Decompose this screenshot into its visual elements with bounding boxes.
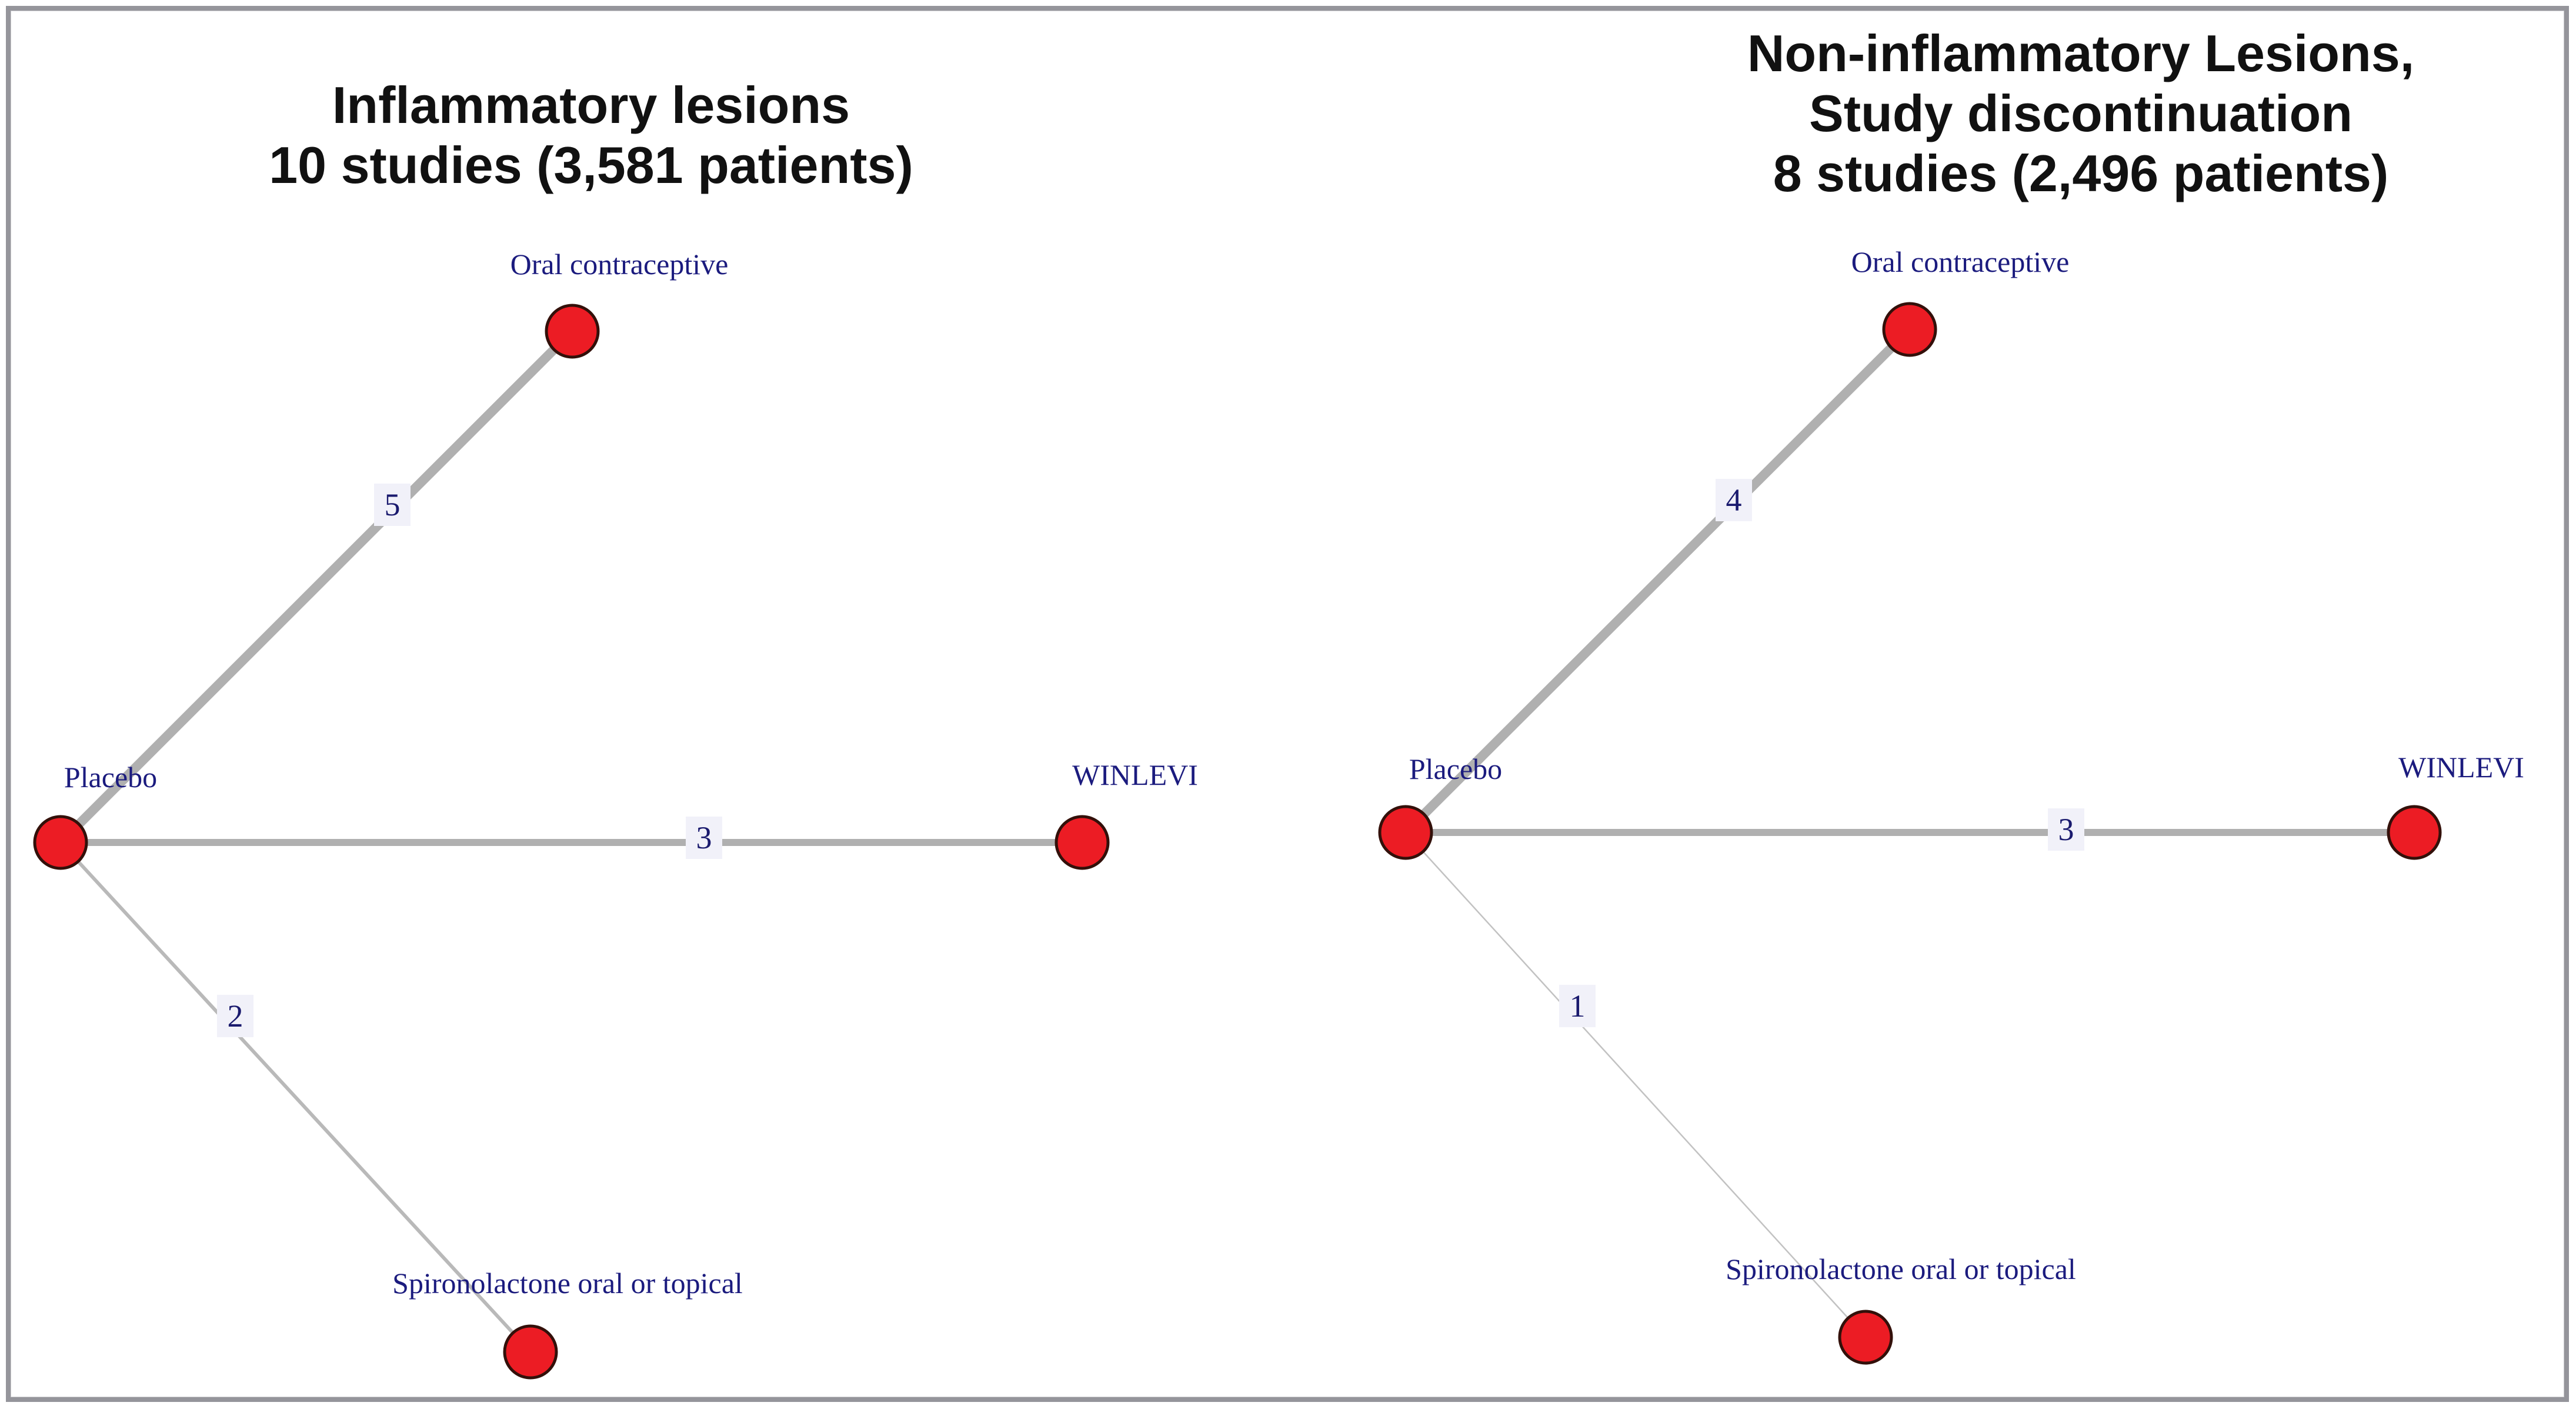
node-non-inflammatory-spironolactone	[1838, 1310, 1893, 1365]
edge-count-halo	[2048, 808, 2084, 851]
edge-placebo-spironolactone	[1405, 832, 1866, 1338]
edge-count-label-placebo-spironolactone: 2	[228, 998, 243, 1034]
title-line-2: Study discontinuation	[1809, 84, 2353, 143]
edge-count-label-placebo-spironolactone: 1	[1570, 988, 1586, 1024]
title-line-1: Inflammatory lesions	[332, 76, 850, 134]
edge-count-label-placebo-winlevi: 3	[696, 820, 712, 855]
node-label-inflammatory-winlevi: WINLEVI	[1072, 758, 1198, 791]
node-label-non-inflammatory-winlevi: WINLEVI	[2398, 751, 2524, 784]
edge-placebo-oral-contraceptive	[57, 328, 576, 846]
edge-count-halo	[374, 484, 411, 526]
title-line-1: Non-inflammatory Lesions,	[1747, 24, 2415, 82]
node-inflammatory-placebo	[33, 815, 88, 870]
edge-placebo-oral-contraceptive	[1402, 326, 1913, 836]
node-label-non-inflammatory-spironolactone: Spironolactone oral or topical	[1726, 1253, 2076, 1285]
node-label-inflammatory-oral-contraceptive: Oral contraceptive	[510, 248, 729, 281]
edge-count-halo	[217, 995, 253, 1037]
node-non-inflammatory-winlevi	[2387, 805, 2442, 860]
node-inflammatory-spironolactone	[503, 1324, 558, 1380]
edge-count-label-placebo-winlevi: 3	[2058, 812, 2074, 847]
edge-count-halo	[686, 817, 722, 859]
node-label-non-inflammatory-oral-contraceptive: Oral contraceptive	[1851, 245, 2070, 278]
node-non-inflammatory-oral-contraceptive	[1882, 302, 1937, 357]
title-line-3: 8 studies (2,496 patients)	[1773, 144, 2389, 203]
title-line-2: 10 studies (3,581 patients)	[269, 136, 913, 195]
node-label-inflammatory-spironolactone: Spironolactone oral or topical	[392, 1267, 743, 1300]
panel-title-non-inflammatory: Non-inflammatory Lesions, Study disconti…	[1747, 24, 2414, 204]
edge-placebo-spironolactone	[59, 841, 532, 1354]
edge-count-label-placebo-oral-contraceptive: 5	[385, 487, 401, 522]
node-non-inflammatory-placebo	[1378, 805, 1433, 860]
edge-count-halo	[1716, 479, 1752, 521]
node-inflammatory-oral-contraceptive	[545, 304, 600, 359]
node-label-inflammatory-placebo: Placebo	[64, 761, 157, 794]
edge-count-label-placebo-oral-contraceptive: 4	[1726, 482, 1742, 518]
panel-title-inflammatory: Inflammatory lesions 10 studies (3,581 p…	[269, 75, 913, 195]
edge-count-halo	[1559, 985, 1596, 1027]
node-inflammatory-winlevi	[1055, 815, 1110, 870]
node-label-non-inflammatory-placebo: Placebo	[1409, 752, 1502, 785]
